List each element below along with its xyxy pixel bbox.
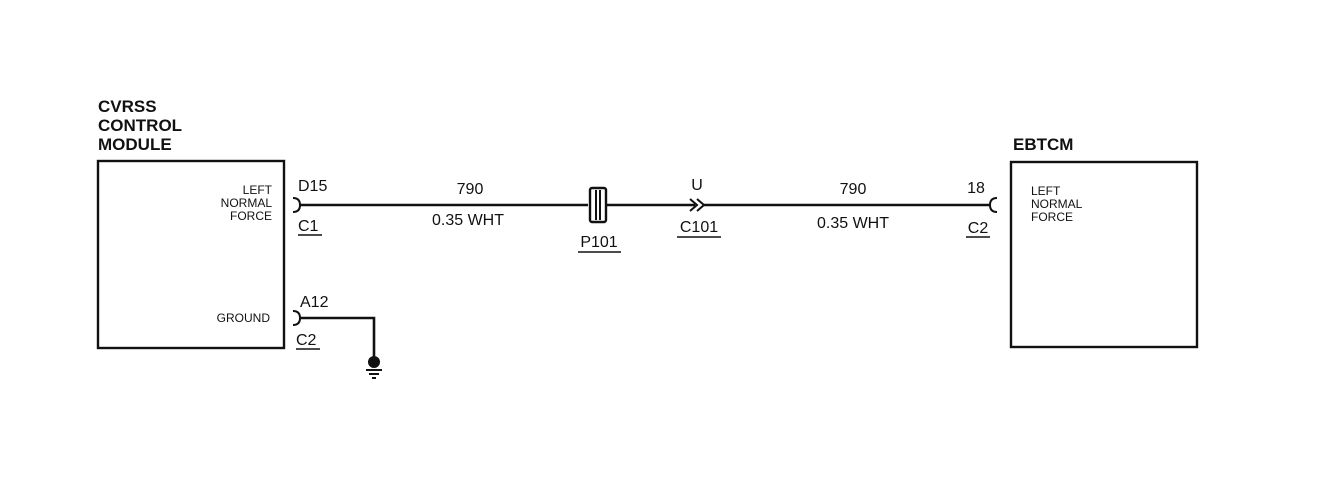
cvrss-control-module: CVRSS CONTROL MODULE LEFT NORMAL FORCE G…	[96, 97, 286, 350]
splice-name: P101	[580, 234, 617, 251]
terminal-pin-18: 18	[967, 180, 985, 197]
wire-left-spec: 0.35 WHT	[432, 212, 504, 229]
ground-icon	[366, 356, 382, 379]
connector-c1: C1	[298, 218, 319, 235]
cvrss-pin-label-normal: NORMAL	[221, 196, 273, 210]
connector-c2-ebtcm: C2	[968, 220, 989, 237]
terminal-pin-d15: D15	[298, 178, 327, 195]
cvrss-pin-label-left: LEFT	[243, 183, 273, 197]
ebtcm-signal-terminal: 18 C2	[966, 180, 998, 238]
cvrss-title-line-2: CONTROL	[98, 116, 182, 135]
cvrss-title-line-3: MODULE	[98, 135, 172, 154]
ground-wire	[300, 316, 376, 357]
wire-right-spec: 0.35 WHT	[817, 215, 889, 232]
cvrss-title-line-1: CVRSS	[98, 97, 157, 116]
cvrss-signal-terminal: D15 C1	[292, 178, 327, 236]
ebtcm-title: EBTCM	[1013, 135, 1073, 154]
splice-p101: P101	[578, 186, 621, 253]
inline-pin-u: U	[691, 177, 703, 194]
ebtcm-pin-label-force: FORCE	[1031, 210, 1073, 224]
connector-c2-cvrss: C2	[296, 332, 317, 349]
wire-segment-left: 790 0.35 WHT	[300, 181, 588, 229]
splice-pack-icon	[588, 186, 608, 224]
inline-connector-c101: U C101	[677, 177, 721, 238]
cvrss-ground-terminal: A12 C2	[292, 294, 382, 379]
wire-left-circuit: 790	[457, 181, 484, 198]
cvrss-pin-label-force: FORCE	[230, 209, 272, 223]
ebtcm-module-box	[1009, 160, 1199, 349]
female-terminal-a12-icon	[292, 310, 302, 326]
female-terminal-d15-icon	[292, 197, 302, 213]
ebtcm-module: EBTCM LEFT NORMAL FORCE	[1009, 135, 1199, 349]
inline-connector-name: C101	[680, 219, 718, 236]
inline-chevron-left-icon	[689, 198, 699, 212]
female-terminal-18-icon	[988, 197, 998, 213]
cvrss-pin-label-ground: GROUND	[217, 311, 271, 325]
ebtcm-pin-label-normal: NORMAL	[1031, 197, 1083, 211]
terminal-pin-a12: A12	[300, 294, 329, 311]
cvrss-module-box	[96, 159, 286, 350]
wire-right-circuit: 790	[840, 181, 867, 198]
ebtcm-pin-label-left: LEFT	[1031, 184, 1061, 198]
wire-segment-right: 790 0.35 WHT	[704, 181, 990, 232]
